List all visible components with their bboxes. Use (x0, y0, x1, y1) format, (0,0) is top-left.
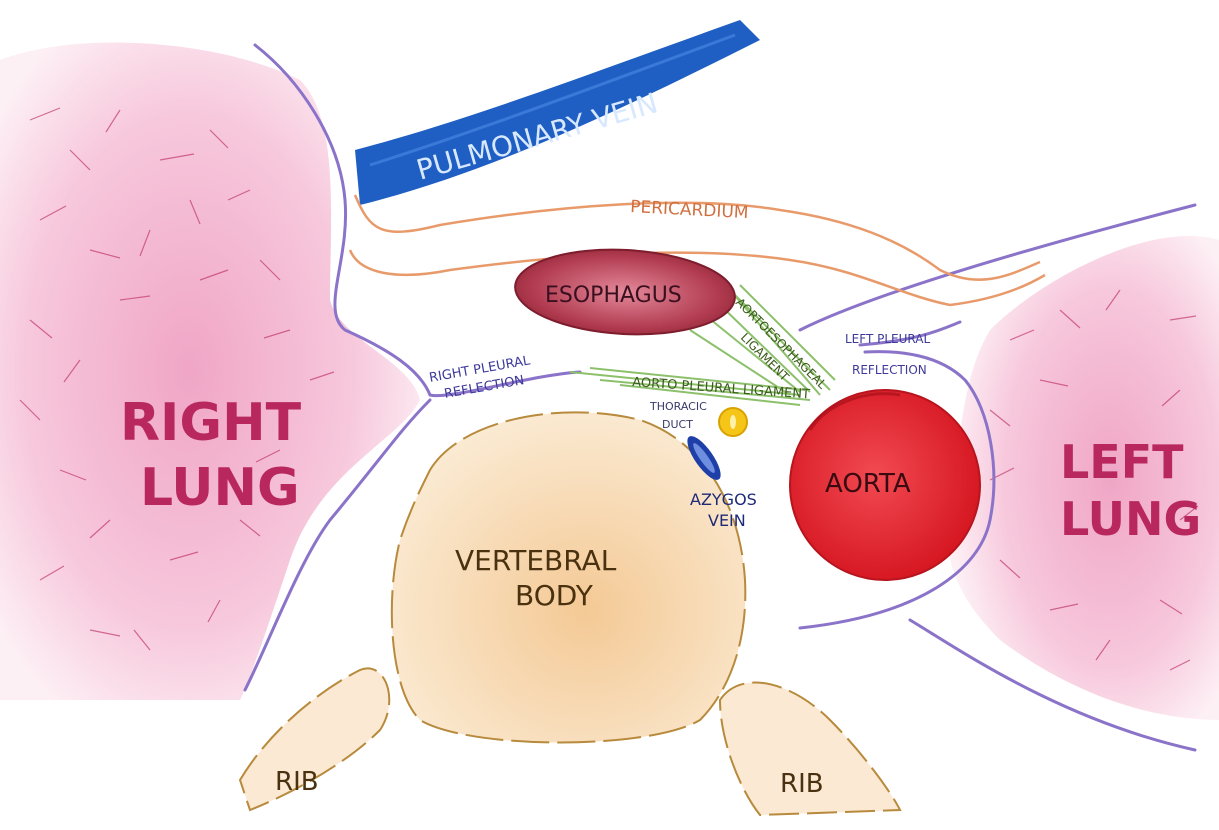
rib-left-label: RIB (275, 767, 319, 797)
left-lung-label-2: LUNG (1060, 492, 1201, 546)
azygos-label-1: AZYGOS (690, 490, 757, 509)
thoracic-duct-label-2: DUCT (662, 418, 693, 431)
vertebral-body (392, 412, 746, 742)
left-pleural-label-2: REFLECTION (852, 363, 927, 377)
thoracic-duct-label-1: THORACIC (649, 400, 707, 413)
vertebral-label-1: VERTEBRAL (455, 544, 617, 577)
right-lung-label-2: LUNG (140, 458, 300, 518)
azygos-label-2: VEIN (708, 511, 746, 530)
left-pleural-label-1: LEFT PLEURAL (845, 332, 930, 346)
right-lung-label-1: RIGHT (120, 393, 302, 453)
aorta-label: AORTA (825, 469, 911, 499)
vertebral-label-2: BODY (515, 579, 594, 612)
right-lung (0, 43, 420, 700)
rib-right-label: RIB (780, 769, 824, 799)
pulmonary-vein (355, 20, 760, 205)
pericardium-label: PERICARDIUM (630, 197, 749, 223)
esophagus-label: ESOPHAGUS (545, 283, 682, 308)
thoracic-duct (719, 408, 747, 436)
left-lung-label-1: LEFT (1060, 435, 1184, 489)
